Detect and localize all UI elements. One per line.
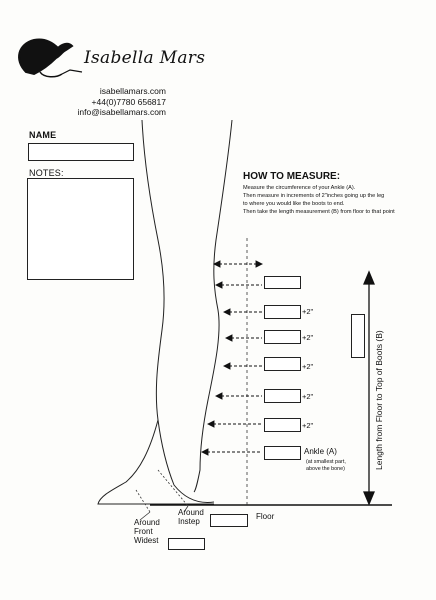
measure-arrows [200,260,264,456]
ankle-note: (at smallest part, above the bone) [306,459,346,472]
instep-label: Around Instep [178,508,204,526]
measure-box-5[interactable] [264,389,301,403]
dog-logo-icon [18,38,83,78]
increment-label: +2" [302,307,314,316]
measure-box-6[interactable] [264,418,301,432]
increment-label: +2" [302,421,314,430]
name-label: NAME [29,130,57,140]
leg-front-outline [193,119,233,493]
length-arrow [363,270,375,506]
email-link[interactable]: info@isabellamars.com [77,107,166,117]
measure-box-top[interactable] [264,276,301,289]
website-link[interactable]: isabellamars.com [99,86,166,96]
floor-label: Floor [256,512,275,521]
increment-label: +2" [302,392,314,401]
length-label: Length from Floor to Top of Boots (B) [374,330,384,470]
contact-block: isabellamars.com +44(0)7780 656817 info@… [60,86,166,118]
measure-box-3[interactable] [264,330,301,344]
notes-label: NOTES: [29,168,64,178]
increment-label: +2" [302,362,314,371]
increment-label: +2" [302,333,314,342]
foot-outline [97,419,214,505]
how-to-instructions: Measure the circumference of your Ankle … [243,185,395,215]
ankle-label: Ankle (A) [304,447,337,456]
measure-box-4[interactable] [264,357,301,371]
front-widest-label: Around Front Widest [134,518,160,545]
name-field[interactable] [28,143,134,161]
phone-text: +44(0)7780 656817 [91,96,166,107]
leg-back-outline [141,119,215,503]
notes-field[interactable] [27,178,134,280]
length-box[interactable] [351,314,365,358]
brand-logo-text: Isabella Mars [84,48,206,68]
ankle-box[interactable] [264,446,301,460]
instep-box[interactable] [210,514,248,527]
front-widest-box[interactable] [168,538,205,550]
measure-box-2[interactable] [264,305,301,319]
how-to-title: HOW TO MEASURE: [243,171,341,182]
